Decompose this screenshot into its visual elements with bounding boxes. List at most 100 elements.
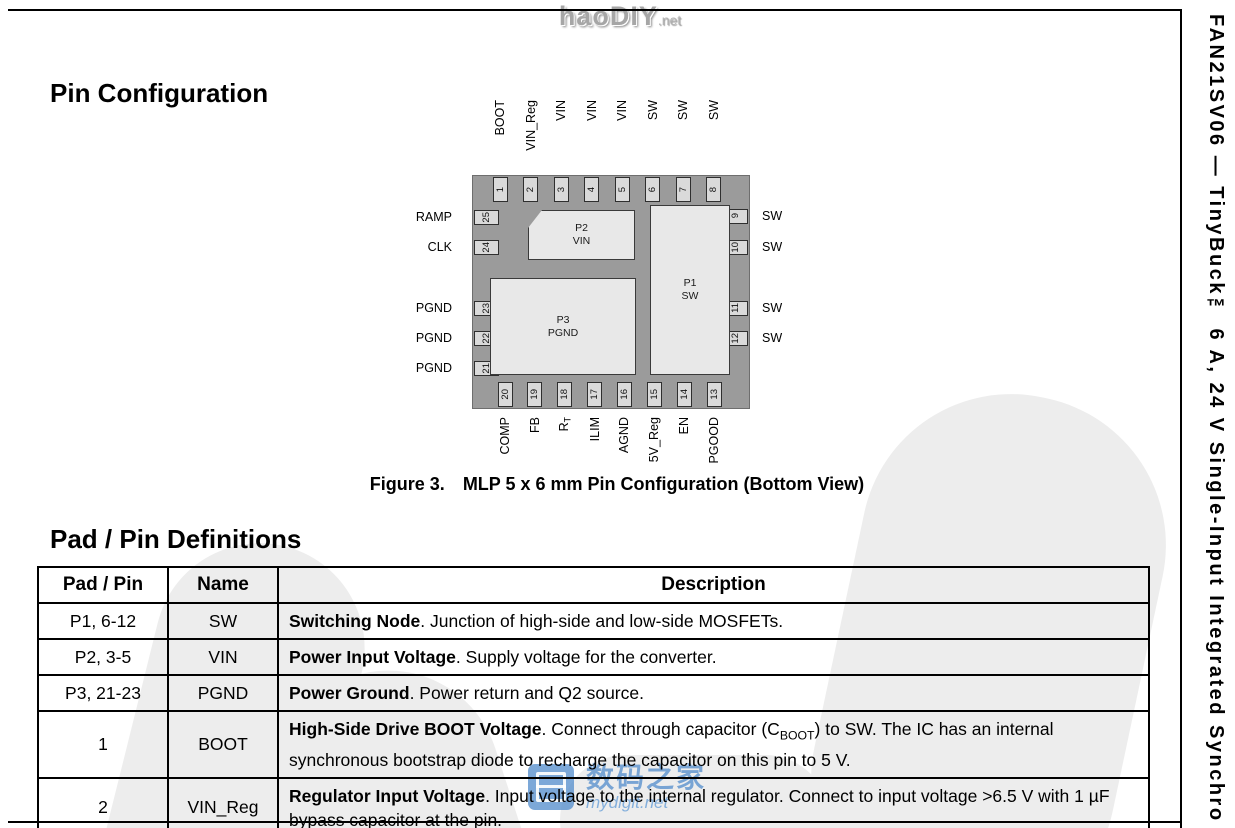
haodiy-watermark: haoDIY.net (470, 1, 770, 32)
pin-box-25: 25 (474, 209, 499, 225)
pin-number: 13 (708, 389, 720, 400)
pin-box-5: 5 (614, 177, 630, 202)
pin-box-8: 8 (706, 177, 722, 202)
cell-pad-pin: P1, 6-12 (37, 602, 169, 640)
pin-number: 11 (730, 303, 741, 313)
pin-label-23: PGND (415, 301, 452, 315)
pin-box-13: 13 (706, 382, 722, 407)
figure-caption-title: MLP 5 x 6 mm Pin Configuration (Bottom V… (462, 474, 865, 494)
column-header-pad-pin: Pad / Pin (37, 566, 169, 604)
vertical-document-title: FAN21SV06 — TinyBuck™ 6 A, 24 V Single-I… (1205, 14, 1227, 820)
pin-number: 24 (481, 241, 492, 253)
cell-name: SW (167, 602, 279, 640)
figure-caption: Figure 3. MLP 5 x 6 mm Pin Configuration … (237, 474, 997, 495)
cell-pad-pin: P2, 3-5 (37, 638, 169, 676)
pin-box-4: 4 (584, 177, 600, 202)
figure-caption-label: Figure 3. (369, 474, 445, 494)
pin-label-13: PGOOD (707, 417, 722, 464)
pin-label-11: SW (762, 301, 783, 315)
pin-label-8: SW (706, 100, 721, 121)
pin-number: 17 (589, 389, 601, 400)
cell-description: Regulator Input Voltage. Input voltage t… (277, 776, 1150, 828)
cell-name: BOOT (167, 710, 279, 779)
pin-number: 3 (555, 186, 567, 193)
pin-label-18: RT (556, 417, 573, 432)
pin-box-24: 24 (474, 239, 499, 255)
pin-label-25: RAMP (415, 210, 452, 224)
haodiy-watermark-suffix: .net (657, 12, 682, 28)
pin-number: 1 (494, 186, 506, 193)
pin-label-4: VIN (584, 100, 599, 121)
pin-label-21: PGND (415, 361, 452, 375)
pad-id-label: P1 (683, 277, 697, 289)
column-header-name: Name (167, 566, 279, 604)
pin-label-9: SW (762, 209, 783, 223)
cell-name: VIN (167, 638, 279, 676)
cell-description: Power Ground. Power return and Q2 source… (277, 674, 1150, 712)
pin-box-1: 1 (492, 177, 508, 202)
cell-description: Power Input Voltage. Supply voltage for … (277, 638, 1150, 676)
pin-label-3: VIN (554, 100, 569, 121)
pin-number: 2 (525, 186, 537, 193)
cell-description: High-Side Drive BOOT Voltage. Connect th… (277, 710, 1150, 779)
bottom-border-rule (8, 821, 1182, 823)
pin-label-12: SW (762, 331, 783, 345)
pin-label-10: SW (762, 240, 783, 254)
pin-box-6: 6 (645, 177, 661, 202)
pin-label-17: ILIM (587, 417, 602, 442)
pin-number: 6 (647, 186, 659, 193)
pin-label-22: PGND (415, 331, 452, 345)
pin-label-19: FB (527, 417, 542, 433)
cell-pad-pin: 1 (37, 710, 169, 779)
pin-number: 14 (678, 389, 690, 400)
table-header-row: Pad / Pin Name Description (37, 566, 1150, 604)
pin-box-17: 17 (587, 382, 603, 407)
pin-number: 10 (730, 241, 741, 253)
pin-box-20: 20 (497, 382, 513, 407)
pad-name-label: VIN (572, 235, 591, 247)
pin-box-18: 18 (557, 382, 573, 407)
column-header-description: Description (277, 566, 1150, 604)
pin-label-1: BOOT (493, 100, 507, 136)
pin-box-14: 14 (676, 382, 692, 407)
pin-label-15: 5V_Reg (647, 417, 662, 463)
cell-description: Switching Node. Junction of high-side an… (277, 602, 1150, 640)
pad-name-label: SW (681, 290, 699, 302)
pin-number: 15 (648, 389, 660, 400)
pin-box-3: 3 (553, 177, 569, 202)
pin-number: 7 (677, 186, 689, 193)
pin-number: 9 (730, 213, 741, 219)
pin-number: 8 (708, 186, 720, 193)
pad-pin-definitions-heading: Pad / Pin Definitions (50, 524, 302, 554)
pin-number: 20 (499, 389, 511, 400)
top-border-rule (8, 9, 1182, 11)
cell-name: VIN_Reg (167, 776, 279, 828)
pin-number: 18 (559, 389, 571, 400)
pin-label-14: EN (677, 417, 692, 435)
pin-number: 19 (529, 389, 541, 400)
pad-id-label: P2 (575, 222, 588, 234)
haodiy-watermark-text: haoDIY (558, 1, 658, 31)
pin-label-5: VIN (615, 100, 630, 121)
pin-number: 12 (730, 332, 741, 344)
pin-label-16: AGND (617, 417, 632, 454)
right-border-rule (1180, 9, 1182, 828)
cell-pad-pin: 2 (37, 776, 169, 828)
pin-number: 4 (586, 186, 598, 193)
cell-name: PGND (167, 674, 279, 712)
pin-box-19: 19 (527, 382, 543, 407)
pin-number: 5 (616, 186, 628, 193)
pin-number: 16 (618, 389, 630, 400)
pin-label-2: VIN_Reg (523, 100, 538, 151)
